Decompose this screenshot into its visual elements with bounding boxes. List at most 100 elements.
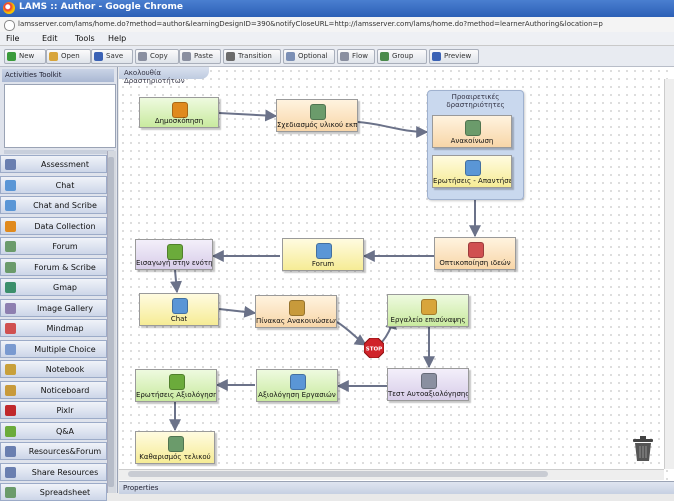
sidebar-item-label: Forum & Scribe [34, 262, 96, 272]
paste-button[interactable]: Paste [179, 49, 221, 64]
properties-panel[interactable]: Properties [119, 481, 674, 494]
group-button[interactable]: Group [377, 49, 427, 64]
activity-node[interactable]: Ανακοίνωση [432, 115, 512, 148]
sidebar-item-label: Resources&Forum [28, 447, 102, 456]
flow-icon [340, 52, 349, 61]
trash-bin-icon[interactable] [629, 436, 657, 462]
optional-button[interactable]: Optional [283, 49, 335, 64]
stop-gate-icon[interactable]: STOP [364, 338, 384, 358]
activity-node[interactable]: Δημοσκόπηση [139, 97, 219, 128]
sidebar-item-multiple-choice[interactable]: Multiple Choice [0, 339, 107, 358]
design-canvas[interactable] [119, 67, 674, 481]
sidebar-item-label: Assessment [41, 160, 89, 169]
sidebar-item-mindmap[interactable]: Mindmap [0, 319, 107, 337]
sidebar-scroll-thumb[interactable] [108, 157, 114, 487]
mindmap-icon [468, 242, 484, 258]
sidebar-item-label: Image Gallery [36, 303, 94, 313]
activity-description-panel [4, 84, 116, 148]
notebook-icon [5, 364, 16, 375]
copy-button[interactable]: Copy [135, 49, 179, 64]
assessment-icon [5, 159, 16, 170]
sidebar-item-label: Mindmap [46, 324, 84, 333]
stop-gate-label: STOP [366, 347, 382, 353]
sidebar-item-chat[interactable]: Chat [0, 175, 107, 194]
submit-files-icon [421, 299, 437, 315]
transition-button[interactable]: Transition [223, 49, 281, 64]
window-title: LAMS :: Author - Google Chrome [19, 2, 183, 12]
sidebar-item-gmap[interactable]: Gmap [0, 278, 107, 296]
survey-icon [421, 373, 437, 389]
activity-node[interactable]: Καθαρισμός τελικού [135, 431, 215, 464]
forum-icon [5, 241, 16, 252]
chrome-icon [3, 2, 15, 14]
image-gallery-icon [5, 302, 16, 314]
sidebar-item-assessment[interactable]: Assessment [0, 155, 107, 173]
sidebar-item-label: Gmap [53, 283, 77, 292]
sidebar-item-forum[interactable]: Forum [0, 237, 107, 255]
qa-icon [465, 160, 481, 176]
optional-group-title: Προαιρετικές δραστηριότητες [446, 93, 505, 109]
toolbar: New Open Save Copy Paste Transition Opti… [0, 46, 674, 67]
assessment-icon [290, 374, 306, 390]
activity-node[interactable]: Ερωτήσεις Αξιολόγησης [135, 369, 217, 402]
activity-node[interactable]: Πίνακας Ανακοινώσεων [255, 295, 337, 328]
arrow-right-icon [167, 244, 183, 260]
page-info-icon[interactable] [4, 20, 15, 31]
preview-icon [432, 52, 441, 61]
flow-button[interactable]: Flow [337, 49, 375, 64]
activity-node[interactable]: Forum [282, 238, 364, 271]
sidebar-item-image-gallery[interactable]: Image Gallery [0, 298, 107, 317]
menu-tools[interactable]: Tools [75, 34, 95, 43]
save-button[interactable]: Save [91, 49, 133, 64]
forum-scribe-icon [5, 261, 16, 273]
canvas-scroll-thumb[interactable] [128, 471, 548, 477]
url-text[interactable]: lamsserver.com/lams/home.do?method=autho… [18, 20, 603, 28]
notebook-icon [310, 104, 326, 120]
sidebar-item-qa[interactable]: Q&A [0, 421, 107, 440]
sidebar-item-label: Multiple Choice [34, 344, 96, 354]
canvas-vertical-scrollbar[interactable] [664, 79, 674, 469]
share-resources-icon [5, 466, 16, 478]
activity-node[interactable]: Εργαλείο επισύναψης [387, 294, 469, 327]
sidebar-item-data-collection[interactable]: Data Collection [0, 216, 107, 235]
resources-forum-icon [5, 446, 16, 457]
activity-node[interactable]: Εισαγωγή στην ενότητα [135, 239, 213, 270]
sidebar-item-noticeboard[interactable]: Noticeboard [0, 380, 107, 399]
sidebar-item-pixlr[interactable]: Pixlr [0, 401, 107, 419]
chat-icon [172, 298, 188, 314]
activity-node[interactable]: Chat [139, 293, 219, 326]
sidebar-item-label: Data Collection [34, 221, 96, 231]
panel-divider[interactable] [4, 150, 114, 154]
sidebar-item-resources-forum[interactable]: Resources&Forum [0, 442, 107, 460]
noticeboard-icon [289, 300, 305, 316]
menu-help[interactable]: Help [108, 34, 127, 43]
activity-node[interactable]: Ερωτήσεις - Απαντήσεις [432, 155, 512, 188]
activity-node[interactable]: Οπτικοποίηση ιδεών [434, 237, 516, 270]
forum-icon [316, 243, 332, 259]
activity-node[interactable]: Τεστ Αυτοαξιολόγησης [387, 368, 469, 401]
sidebar-item-label: Forum [52, 242, 78, 251]
menu-edit[interactable]: Edit [42, 34, 58, 43]
open-button[interactable]: Open [46, 49, 91, 64]
sidebar-item-label: Chat [55, 180, 75, 190]
preview-button[interactable]: Preview [429, 49, 479, 64]
sidebar-item-spreadsheet[interactable]: Spreadsheet [0, 483, 107, 501]
canvas-tab[interactable]: Ακολουθία Δραστηριοτήτων [119, 67, 209, 85]
sidebar-item-label: Pixlr [56, 406, 74, 415]
sidebar-item-notebook[interactable]: Notebook [0, 360, 107, 378]
address-bar[interactable]: lamsserver.com/lams/home.do?method=autho… [0, 17, 674, 33]
sidebar-item-share-resources[interactable]: Share Resources [0, 462, 107, 481]
notebook-icon [465, 120, 481, 136]
menu-file[interactable]: File [6, 34, 20, 43]
activity-node[interactable]: Σχεδιασμός υλικού εκπαίδευσης [276, 99, 358, 132]
copy-icon [138, 52, 147, 61]
multiple-choice-icon [5, 343, 16, 355]
activity-node[interactable]: Αξιολόγηση Εργασιών [256, 369, 338, 402]
paste-icon [182, 52, 191, 61]
sidebar-item-label: Noticeboard [40, 385, 90, 395]
sidebar-item-forum-scribe[interactable]: Forum & Scribe [0, 257, 107, 276]
sidebar-item-chat-scribe[interactable]: Chat and Scribe [0, 196, 107, 214]
sidebar-item-label: Notebook [45, 365, 85, 374]
new-button[interactable]: New [4, 49, 46, 64]
